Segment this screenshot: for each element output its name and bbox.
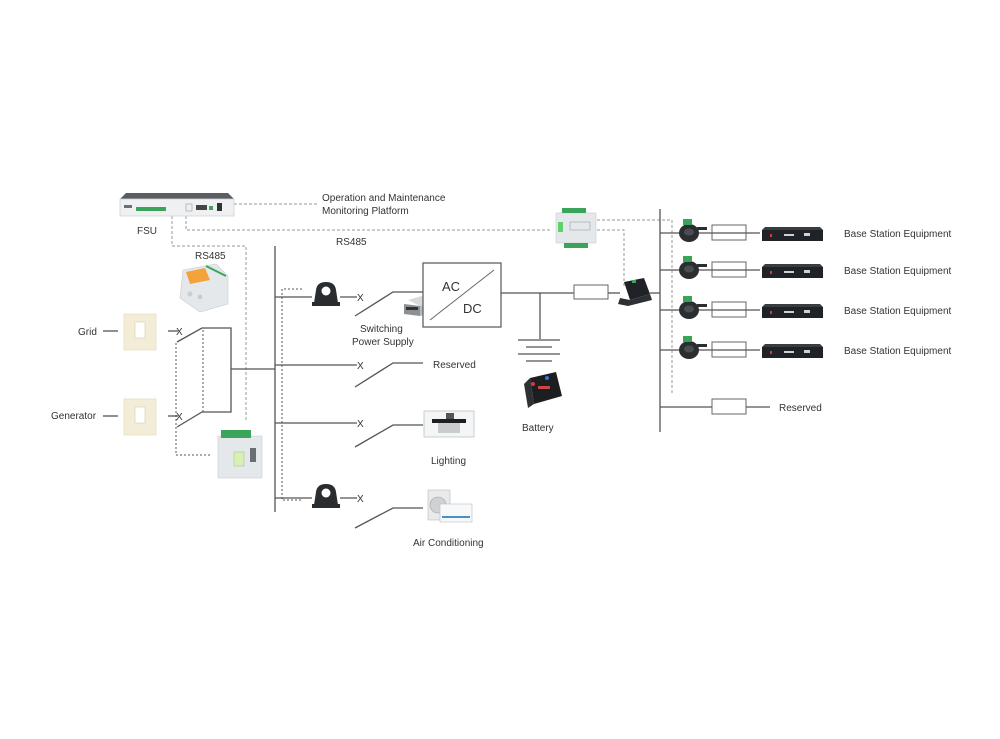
generator-current-transformer[interactable] xyxy=(123,398,157,436)
battery-ground-symbol xyxy=(518,339,560,362)
battery-device[interactable] xyxy=(524,372,562,408)
split-core-ct-1[interactable] xyxy=(312,282,340,306)
grid-breaker-mark: X xyxy=(176,327,183,338)
switching-label-line2: Power Supply xyxy=(352,337,414,348)
lighting-label: Lighting xyxy=(431,456,466,467)
ac-label: AC xyxy=(442,279,460,294)
base-station-equipment-unit[interactable] xyxy=(762,304,823,318)
dc-main-fuse xyxy=(573,284,609,300)
air-conditioner-unit[interactable] xyxy=(427,489,473,523)
air-conditioning-label: Air Conditioning xyxy=(413,538,484,549)
base-station-equipment-unit[interactable] xyxy=(762,264,823,278)
smart-breaker-device[interactable] xyxy=(179,263,229,313)
grid-current-transformer[interactable] xyxy=(123,313,157,351)
platform-label-line2: Monitoring Platform xyxy=(322,206,409,217)
ac-dc-rectifier[interactable]: AC DC xyxy=(422,262,502,328)
branch-current-transformer[interactable] xyxy=(679,336,707,359)
dc-main-current-sensor[interactable] xyxy=(618,278,652,306)
dc-meter-to-ct-line xyxy=(597,229,625,286)
dc-load-branch: Base Station Equipment xyxy=(660,336,952,359)
base-station-equipment-label: Base Station Equipment xyxy=(844,346,952,357)
reserved-dc-fuse xyxy=(711,398,747,415)
terminal-block-icon xyxy=(136,207,166,211)
input-meter-line xyxy=(175,343,212,456)
branch-current-transformer[interactable] xyxy=(679,256,707,279)
breaker-mark-4: X xyxy=(357,494,364,505)
base-station-equipment-label: Base Station Equipment xyxy=(844,266,952,277)
base-station-equipment-unit[interactable] xyxy=(762,344,823,358)
rs485-left-label: RS485 xyxy=(195,251,226,262)
branch-current-transformer[interactable] xyxy=(679,219,707,242)
dc-load-branch: Base Station Equipment xyxy=(660,256,952,279)
dc-energy-meter[interactable] xyxy=(555,208,597,248)
grid-label: Grid xyxy=(78,327,97,338)
lighting-fixture[interactable] xyxy=(423,410,475,438)
base-station-equipment-label: Base Station Equipment xyxy=(844,229,952,240)
split-core-ct-2[interactable] xyxy=(312,484,340,508)
platform-label-line1: Operation and Maintenance xyxy=(322,193,446,204)
branch-current-transformer[interactable] xyxy=(679,296,707,319)
input-energy-meter[interactable] xyxy=(217,430,263,479)
generator-label: Generator xyxy=(51,411,97,422)
fsu-to-rs485-bus-line xyxy=(171,216,247,420)
switching-label-line1: Switching xyxy=(360,324,403,335)
dc-meter-to-branch-ct-line xyxy=(597,219,673,395)
dc-load-branch: Base Station Equipment xyxy=(660,296,952,319)
dc-load-branch: Base Station Equipment xyxy=(660,219,952,242)
base-station-equipment-label: Base Station Equipment xyxy=(844,306,952,317)
breaker-mark-2: X xyxy=(357,361,364,372)
reserved-dc-label: Reserved xyxy=(779,403,822,414)
fsu-device[interactable] xyxy=(119,193,235,217)
fsu-label: FSU xyxy=(137,226,157,237)
breaker-mark-3: X xyxy=(357,419,364,430)
breaker-mark-1: X xyxy=(357,293,364,304)
generator-breaker-mark: X xyxy=(176,412,183,423)
fsu-to-dc-meter-line xyxy=(185,216,550,231)
communication-lines xyxy=(171,203,673,501)
rs485-top-label: RS485 xyxy=(336,237,367,248)
ac-meter-ct-line xyxy=(281,288,302,501)
transfer-switch-wiring xyxy=(176,327,275,428)
dc-label: DC xyxy=(463,301,482,316)
battery-label: Battery xyxy=(522,423,554,434)
reserved-ac-label: Reserved xyxy=(433,360,476,371)
base-station-equipment-unit[interactable] xyxy=(762,227,823,241)
